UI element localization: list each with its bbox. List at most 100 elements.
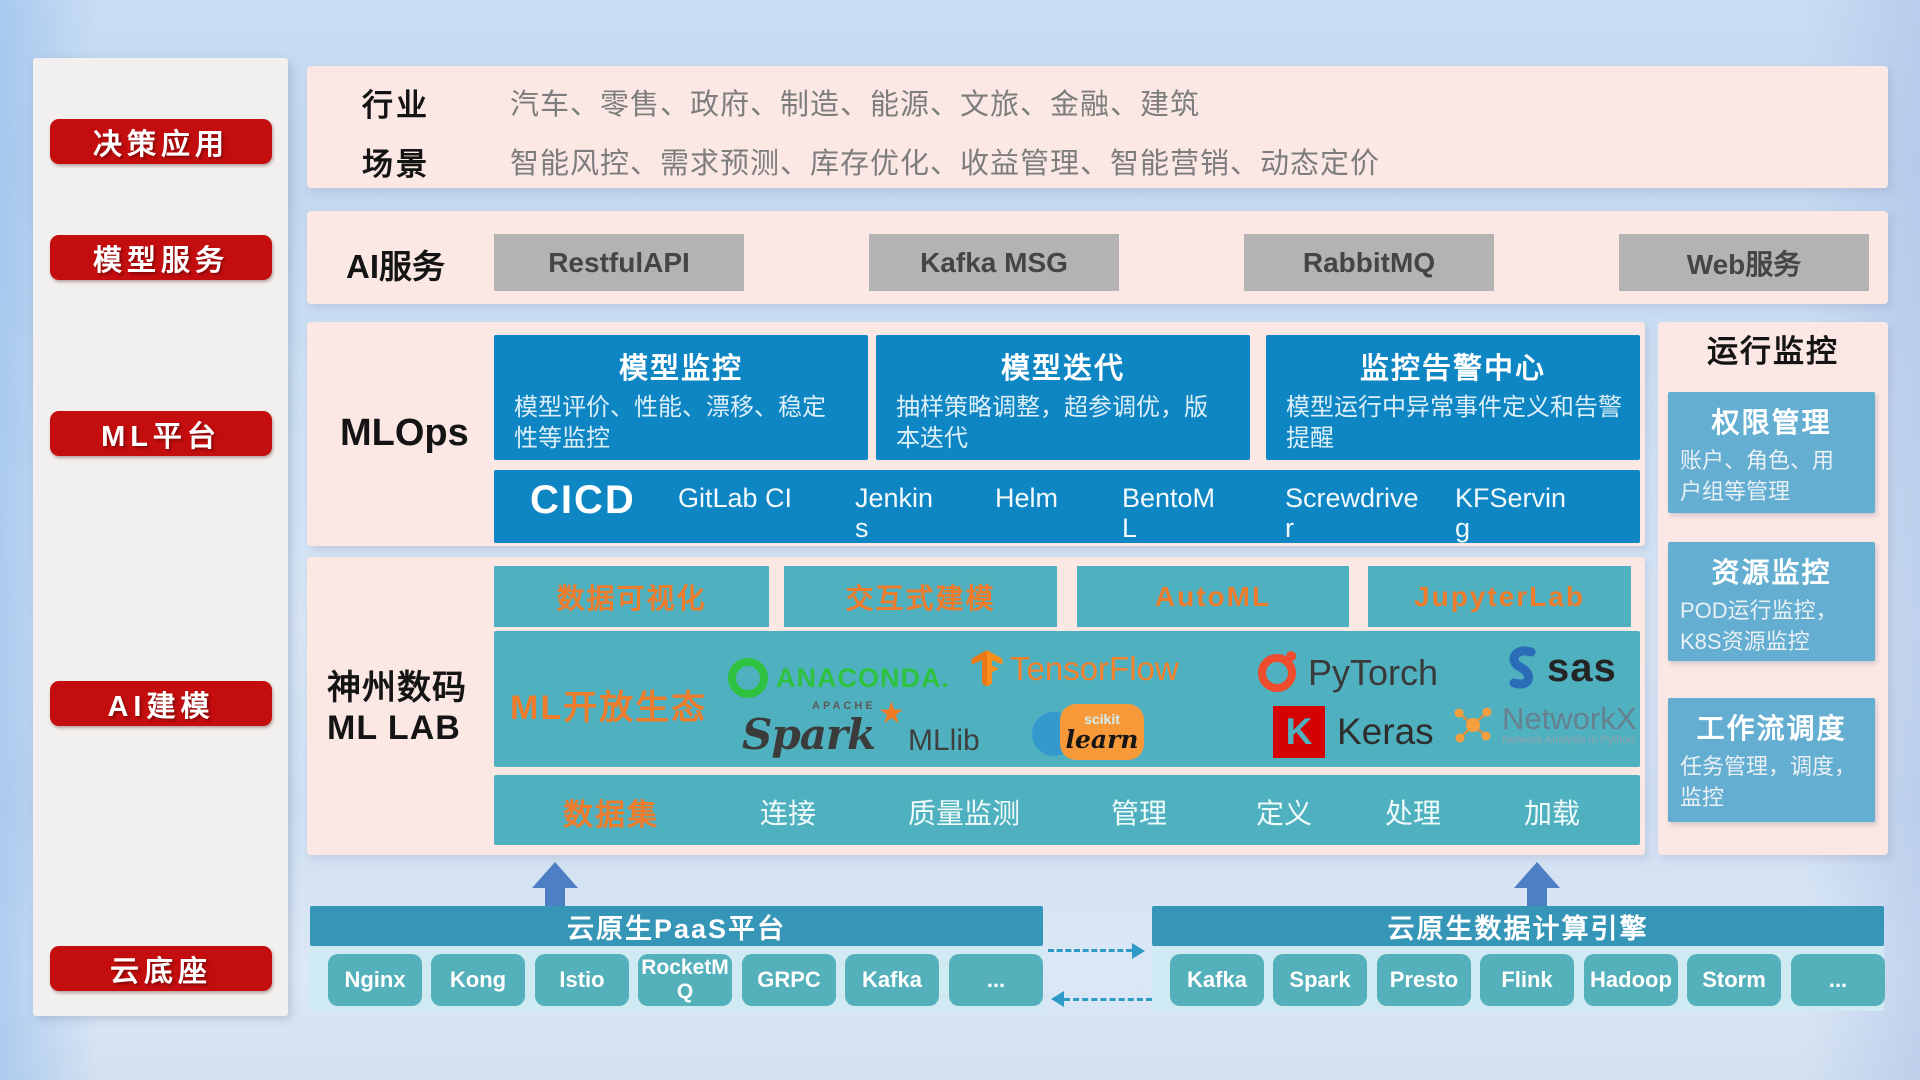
web-service-button[interactable]: Web服务 [1619, 234, 1869, 291]
sidebar-item-ai-modeling[interactable]: AI建模 [50, 681, 272, 726]
resource-box: 资源监控 POD运行监控， K8S资源监控 [1668, 542, 1875, 661]
button-label: Kafka MSG [920, 246, 1068, 278]
automl-box: AutoML [1077, 566, 1349, 627]
spark-logo: APACHE Spark ★ [742, 697, 912, 759]
box-desc: 账户、角色、用 户组等管理 [1680, 448, 1835, 504]
scikit-text: scikit [1084, 711, 1120, 727]
anaconda-logo: ANACONDA. [728, 658, 950, 698]
spark-text: Spark [742, 710, 876, 759]
button-label: ... [986, 967, 1006, 992]
dataset-item-manage: 管理 [1111, 798, 1168, 829]
box-desc: 模型评价、性能、漂移、稳定 性等监控 [514, 394, 826, 452]
box-label: 交互式建模 [845, 582, 996, 614]
keras-logo: K Keras [1273, 706, 1434, 758]
box-title: 工作流调度 [1696, 713, 1847, 744]
sidebar-item-cloud-base[interactable]: 云底座 [50, 946, 272, 991]
dashed-connector-left [1064, 998, 1152, 1001]
nginx-button[interactable]: Nginx [328, 954, 422, 1006]
model-iteration-box: 模型迭代 抽样策略调整，超参调优，版 本迭代 [876, 335, 1250, 460]
istio-button[interactable]: Istio [535, 954, 629, 1006]
dataset-item-connect: 连接 [760, 798, 817, 829]
engine-bar-title: 云原生数据计算引擎 [1387, 913, 1649, 944]
jupyterlab-box: JupyterLab [1368, 566, 1631, 627]
sidebar-item-label: ML平台 [101, 420, 221, 453]
box-title: 监控告警中心 [1359, 353, 1546, 385]
sidebar-item-model-service[interactable]: 模型服务 [50, 235, 272, 280]
grpc-button[interactable]: GRPC [742, 954, 836, 1006]
kafka2-button[interactable]: Kafka [1170, 954, 1264, 1006]
more-button[interactable]: ... [949, 954, 1043, 1006]
button-label: Nginx [344, 967, 406, 992]
dataset-item-process: 处理 [1385, 798, 1442, 829]
arrow-left-icon [1051, 991, 1064, 1007]
up-arrow-left-icon [532, 862, 578, 888]
button-label: RocketMQ [641, 956, 729, 1003]
kafka-button[interactable]: Kafka [845, 954, 939, 1006]
tensorflow-icon [971, 650, 1003, 687]
box-title: 模型监控 [618, 353, 743, 385]
up-arrow-right-icon [1514, 862, 1560, 888]
sas-text: sas [1547, 645, 1617, 690]
scikit-learn-badge: scikit learn [1060, 704, 1144, 760]
button-label: Hadoop [1590, 967, 1672, 992]
more2-button[interactable]: ... [1791, 954, 1885, 1006]
cicd-label: CICD [530, 478, 636, 522]
sas-logo: sas [1505, 645, 1617, 691]
presto-button[interactable]: Presto [1377, 954, 1471, 1006]
sidebar-item-decision-app[interactable]: 决策应用 [50, 119, 272, 164]
box-desc: 任务管理，调度， 监控 [1680, 754, 1857, 810]
industry-scenario-panel [307, 66, 1888, 188]
learn-text: learn [1065, 725, 1139, 754]
workflow-box: 工作流调度 任务管理，调度， 监控 [1668, 698, 1875, 822]
button-label: RestfulAPI [548, 246, 690, 278]
dataset-item-load: 加载 [1524, 798, 1581, 829]
networkx-logo: NetworkX Network Analysis in Python [1452, 703, 1636, 746]
sas-icon [1509, 646, 1536, 689]
spark-star-icon: ★ [878, 697, 905, 730]
anaconda-icon [728, 658, 768, 698]
mlops-label: MLOps [340, 412, 469, 454]
keras-text: Keras [1337, 711, 1434, 752]
engine-bar: 云原生数据计算引擎 [1152, 906, 1884, 946]
button-label: GRPC [757, 967, 821, 992]
permission-box: 权限管理 账户、角色、用 户组等管理 [1668, 392, 1875, 513]
cicd-row: CICD GitLab CI Jenkins Helm BentoML Scre… [494, 470, 1640, 543]
button-label: Kafka [862, 967, 922, 992]
sidebar-item-label: 决策应用 [92, 128, 229, 161]
sidebar [33, 58, 288, 1016]
cicd-item-gitlab: GitLab CI [678, 483, 793, 513]
up-arrow-right-stem [1527, 886, 1547, 907]
dataset-label: 数据集 [563, 799, 659, 832]
spark-button[interactable]: Spark [1273, 954, 1367, 1006]
button-label: Kafka [1187, 967, 1247, 992]
model-monitoring-box: 模型监控 模型评价、性能、漂移、稳定 性等监控 [494, 335, 868, 460]
rabbitmq-button[interactable]: RabbitMQ [1244, 234, 1494, 291]
cicd-item-screwdriver: Screwdriver [1285, 483, 1419, 543]
button-label: Istio [559, 967, 605, 992]
arrow-right-icon [1132, 943, 1145, 959]
restfulapi-button[interactable]: RestfulAPI [494, 234, 744, 291]
rocketmq-button[interactable]: RocketMQ [638, 954, 732, 1006]
hadoop-button[interactable]: Hadoop [1584, 954, 1678, 1006]
apache-text: APACHE [812, 700, 876, 712]
ml-ecosystem-label: ML开放生态 [510, 689, 708, 727]
sidebar-item-ml-platform[interactable]: ML平台 [50, 411, 272, 456]
interactive-modeling-box: 交互式建模 [784, 566, 1057, 627]
button-label: Flink [1501, 967, 1553, 992]
mllab-label: 神州数码 ML LAB [327, 669, 467, 747]
box-title: 权限管理 [1711, 407, 1832, 438]
kafka-msg-button[interactable]: Kafka MSG [869, 234, 1119, 291]
monitoring-title: 运行监控 [1707, 334, 1839, 369]
pytorch-text: PyTorch [1308, 652, 1439, 693]
dataset-item-quality: 质量监测 [908, 798, 1021, 829]
industry-label: 行业 [362, 88, 430, 123]
ai-service-label: AI服务 [346, 248, 445, 285]
flink-button[interactable]: Flink [1480, 954, 1574, 1006]
cicd-item-kfserving: KFServing [1455, 483, 1567, 543]
storm-button[interactable]: Storm [1687, 954, 1781, 1006]
pytorch-logo: PyTorch [1250, 646, 1439, 700]
tensorflow-text: TensorFlow [1010, 650, 1179, 687]
button-label: ... [1828, 967, 1848, 992]
box-title: 资源监控 [1711, 557, 1832, 588]
kong-button[interactable]: Kong [431, 954, 525, 1006]
